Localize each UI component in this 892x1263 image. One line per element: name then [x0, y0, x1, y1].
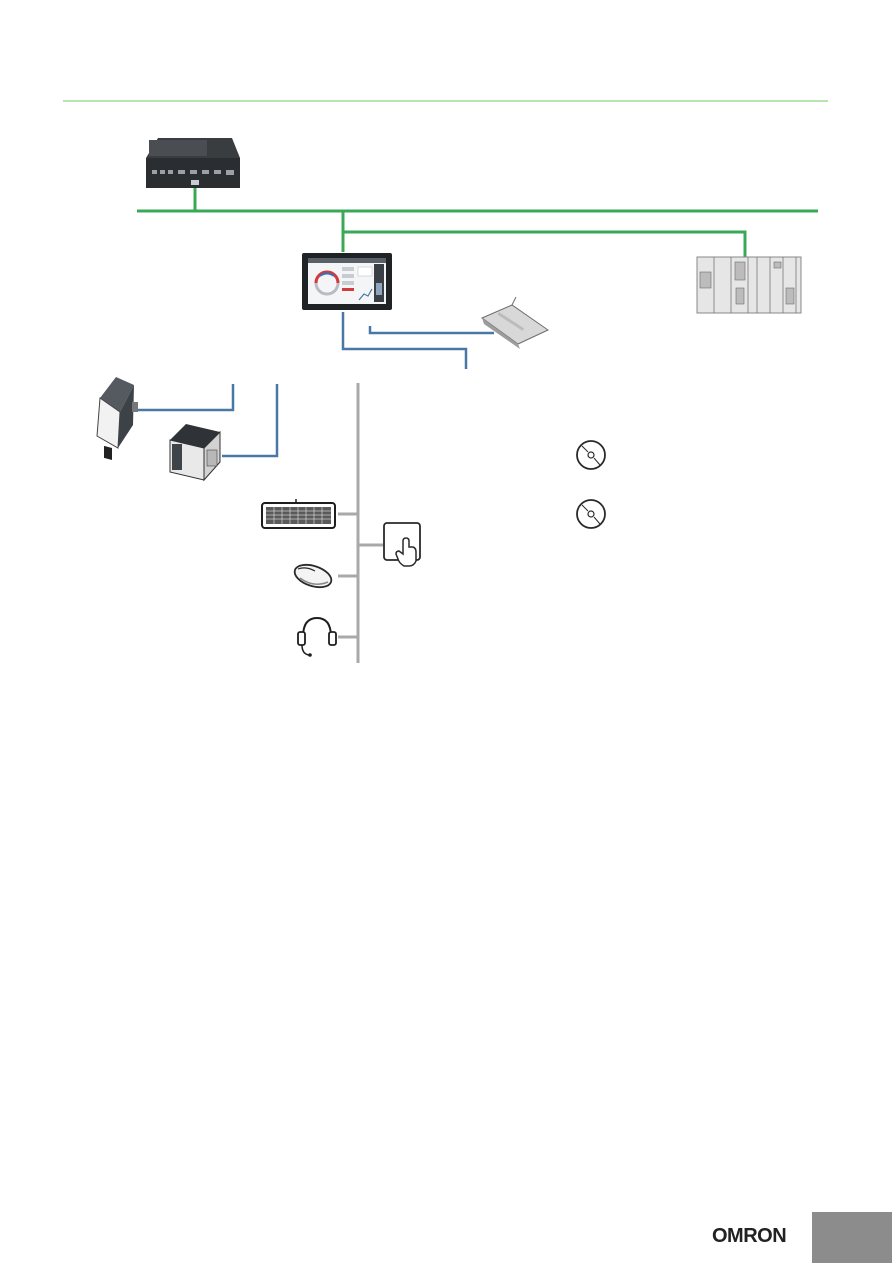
headset-icon [297, 616, 337, 657]
omron-logo: OMRON [712, 1225, 787, 1247]
io-module-icon [169, 424, 221, 482]
page-tab [812, 1212, 892, 1263]
ethernet-network [137, 186, 818, 258]
industrial-pc-icon [146, 138, 240, 188]
keyboard-icon [261, 499, 336, 529]
disc-icon [576, 499, 606, 529]
power-supply-module-icon [96, 377, 138, 461]
usb-connections [135, 312, 494, 458]
disc-icon [576, 440, 606, 470]
touch-gesture-icon [383, 522, 421, 567]
hmi-touch-panel-icon [302, 253, 392, 310]
plc-rack-icon [696, 256, 802, 314]
expansion-card-icon [480, 296, 549, 349]
peripheral-bus [338, 383, 383, 663]
mouse-icon [293, 563, 333, 589]
